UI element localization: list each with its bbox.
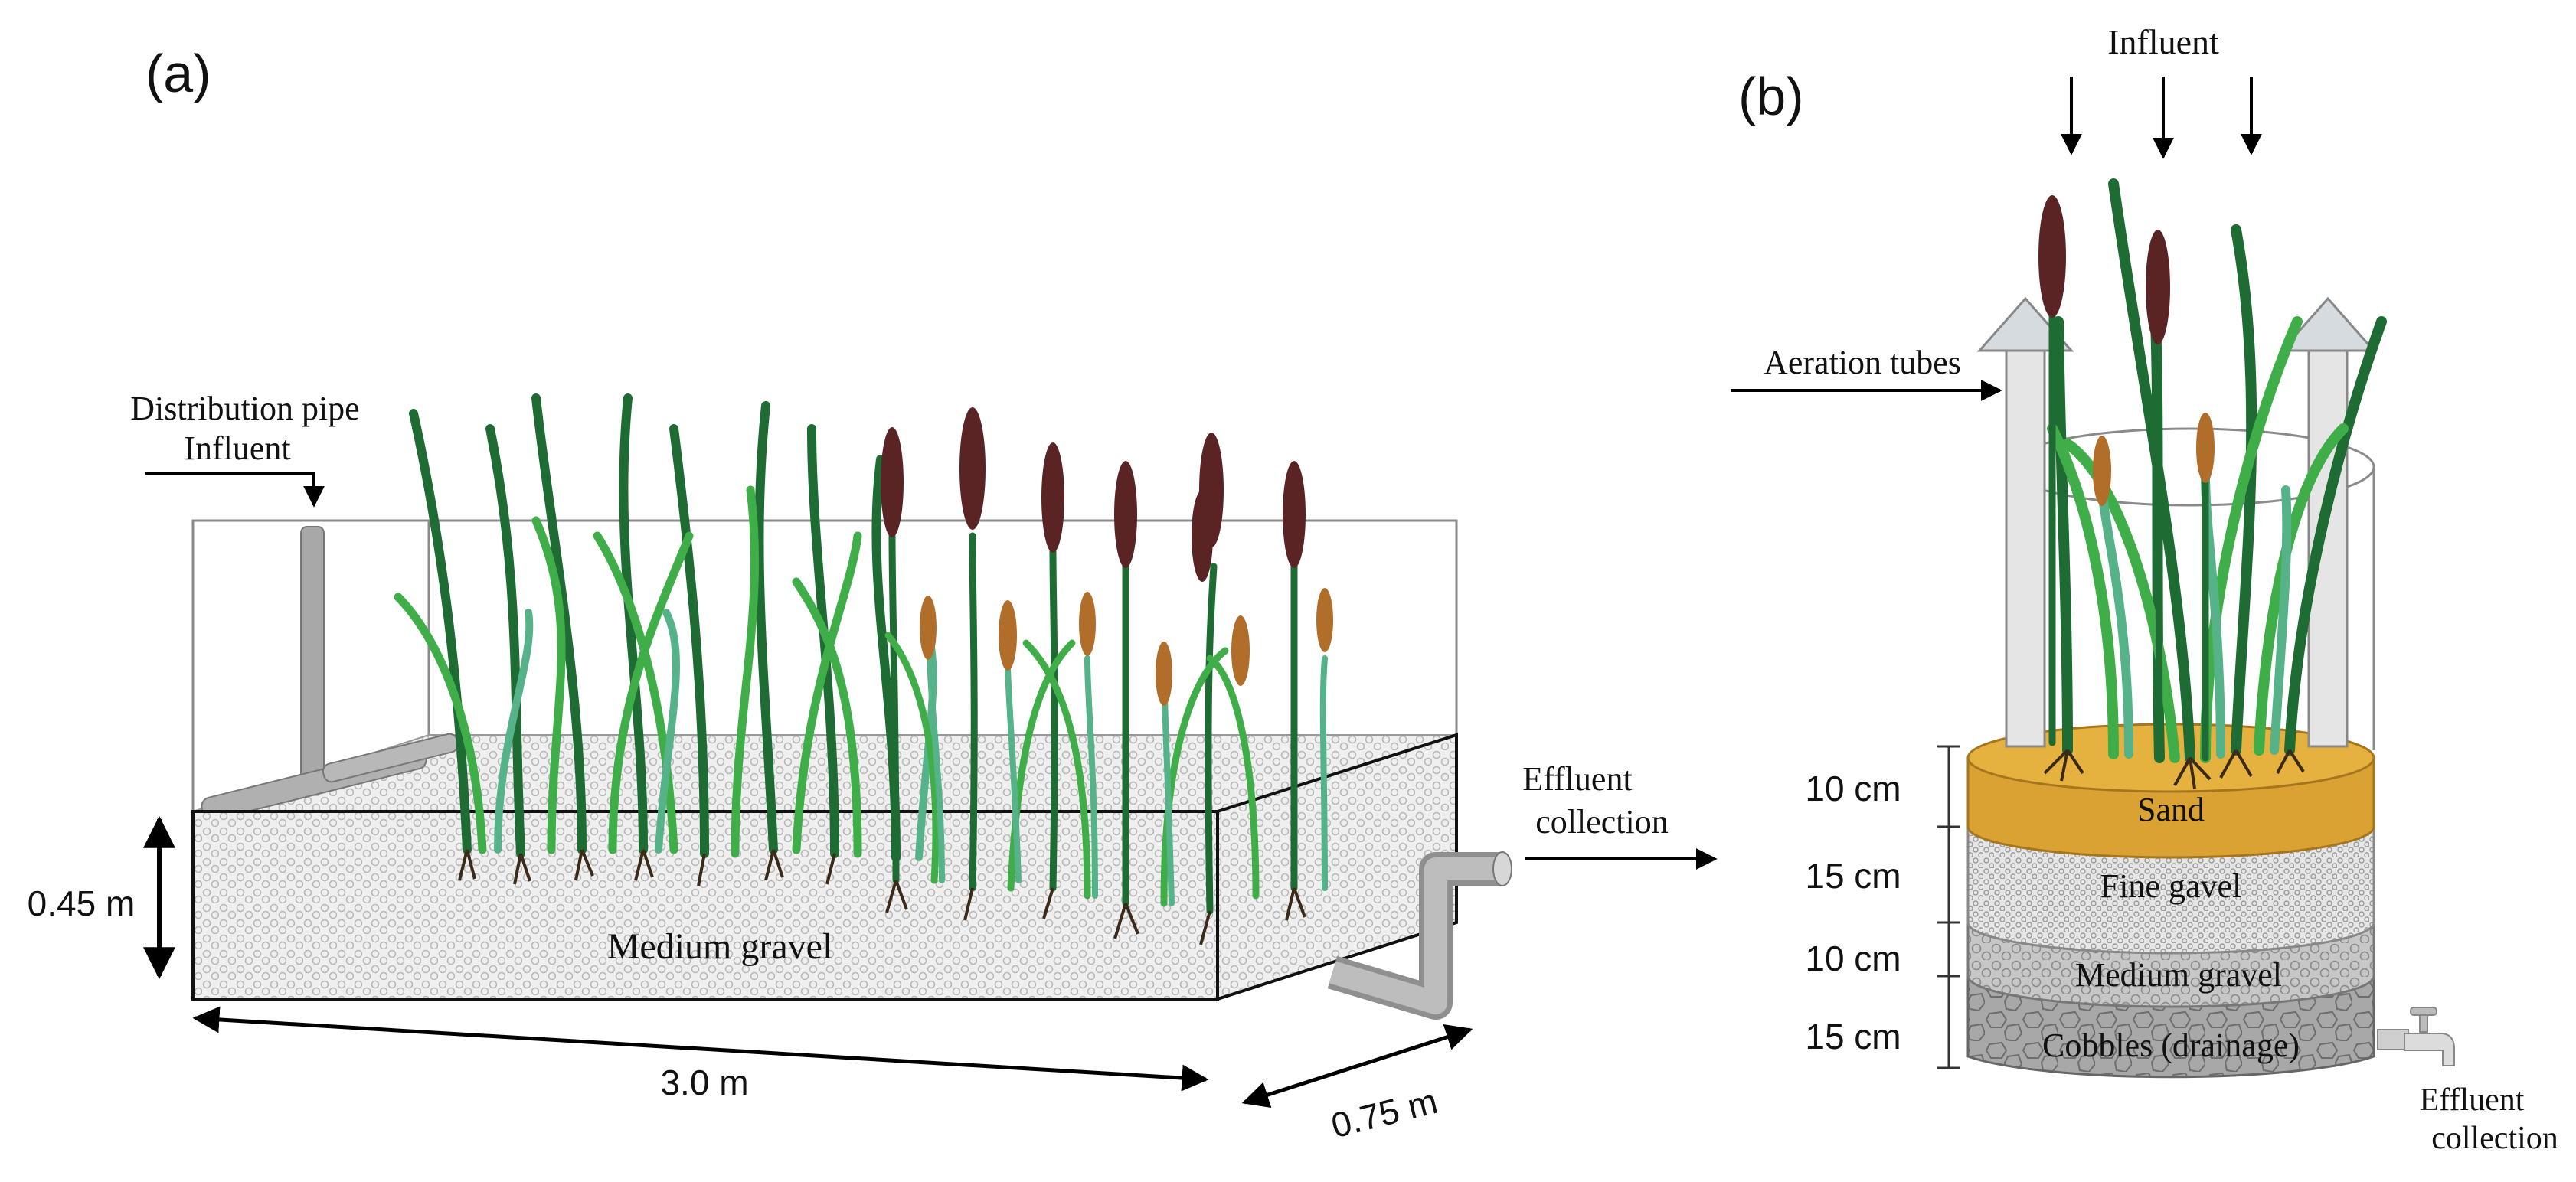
width-label: 0.75 m <box>1327 1081 1441 1145</box>
thickness-label-cobbles: 15 cm <box>1805 1017 1901 1056</box>
layer-fine-gravel <box>1966 825 2375 955</box>
influent-label-b: Influent <box>2107 22 2219 61</box>
effluent-label-b-line2: collection <box>2431 1121 2558 1156</box>
layer-label-cobbles: Cobbles (drainage) <box>2042 1027 2300 1064</box>
wetland-plants-b <box>2047 178 2387 763</box>
panel-b: (b) Influent <box>1731 22 2558 1156</box>
thickness-label-medium-gravel: 10 cm <box>1805 939 1901 978</box>
height-label: 0.45 m <box>28 883 136 923</box>
cattail-heads-a <box>881 407 1333 706</box>
thickness-dimension-line <box>1937 745 1960 1069</box>
tank-side-face <box>1216 733 1458 1001</box>
thickness-label-sand: 10 cm <box>1805 769 1901 808</box>
aeration-tube-left <box>1976 296 2074 748</box>
distribution-pipe <box>201 526 459 821</box>
panel-a: (a) <box>28 44 1718 1145</box>
panel-a-label: (a) <box>145 44 211 103</box>
thickness-label-fine-gravel: 15 cm <box>1805 856 1901 896</box>
effluent-outlet-pipe <box>1327 851 1512 1020</box>
layer-label-fine-gravel: Fine gavel <box>2100 867 2242 905</box>
wetland-plants-a <box>394 393 1328 915</box>
effluent-label-a-line2: collection <box>1535 803 1669 841</box>
influent-label-a: Influent <box>184 429 290 467</box>
layer-label-sand: Sand <box>2137 791 2205 828</box>
faucet-icon <box>2377 1007 2455 1066</box>
plant-roots-a <box>458 849 1306 945</box>
media-label-a: Medium gravel <box>607 926 833 967</box>
panel-b-label: (b) <box>1738 67 1804 126</box>
length-label: 3.0 m <box>660 1063 748 1102</box>
effluent-label-b-line1: Effluent <box>2420 1082 2525 1118</box>
length-dimension-arrow <box>192 1006 1209 1092</box>
effluent-label-a-line1: Effluent <box>1522 760 1632 798</box>
influent-arrow-a <box>145 472 325 508</box>
distribution-pipe-label: Distribution pipe <box>130 390 359 427</box>
cattail-heads-b <box>2038 195 2215 506</box>
width-dimension-arrow <box>1241 1024 1473 1109</box>
aeration-tubes-label: Aeration tubes <box>1764 344 1961 381</box>
layer-label-medium-gravel: Medium gravel <box>2075 956 2282 994</box>
influent-arrows-b <box>2061 77 2262 159</box>
plant-roots-b <box>2043 749 2305 789</box>
